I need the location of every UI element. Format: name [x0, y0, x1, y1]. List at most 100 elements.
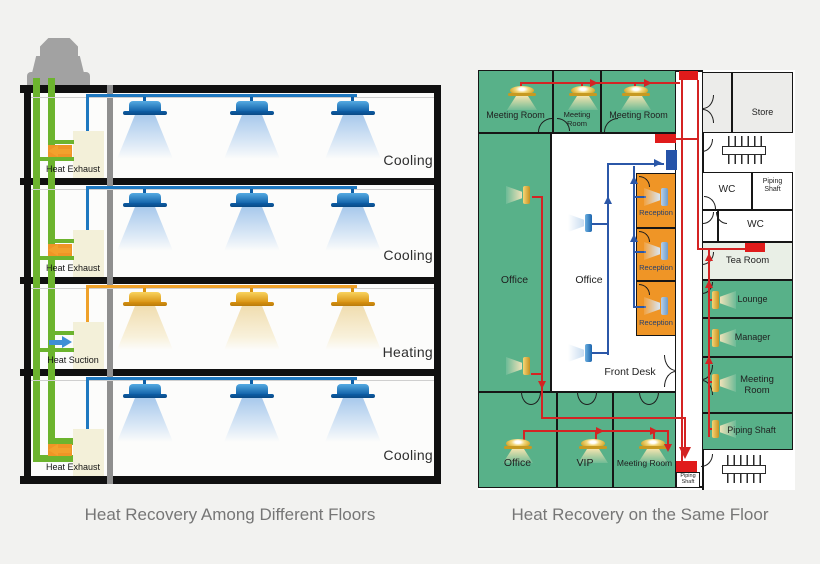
room-label: Office — [503, 457, 532, 469]
room-office-left — [478, 133, 551, 392]
heat-flow-arrow-left — [48, 145, 72, 157]
flow-arrow — [654, 159, 662, 167]
right-caption: Heat Recovery on the Same Floor — [511, 505, 769, 524]
floor-slab — [20, 178, 441, 185]
room-label: Manager — [734, 332, 771, 342]
ceiling-unit-icon — [578, 438, 608, 464]
room-piping-shaft-top — [752, 172, 793, 210]
room-label: Meeting Room — [740, 374, 774, 396]
room-label: Tea Room — [725, 255, 770, 266]
ceiling-unit-icon — [644, 242, 668, 260]
flow-arrow — [604, 196, 612, 204]
shaft-unit-red-tea — [745, 243, 765, 252]
ceiling-unit-icon — [507, 85, 537, 111]
shaft-unit-blue — [666, 150, 677, 170]
ceiling-line — [31, 189, 434, 190]
room-wc-mid — [718, 210, 793, 242]
branch-pipe — [34, 256, 74, 260]
ceiling-ac-unit-heating — [224, 288, 280, 350]
pipe-segment — [541, 196, 543, 418]
ceiling-ac-unit — [117, 97, 173, 159]
ceiling-unit-icon — [568, 344, 592, 362]
pipe-segment — [531, 373, 541, 375]
left-wall — [24, 85, 31, 484]
water-riser-outer — [33, 78, 40, 462]
flow-arrow-large — [679, 447, 691, 459]
ceiling-ac-unit-heating — [117, 288, 173, 350]
heat-exchanger-box — [73, 429, 104, 476]
ceiling-unit-icon — [506, 186, 530, 204]
branch-pipe — [48, 140, 74, 144]
refrigerant-pipe — [86, 186, 357, 189]
pipe-segment — [667, 430, 669, 444]
room-label: Lounge — [737, 294, 768, 304]
ceiling-line — [31, 380, 434, 381]
flow-arrow — [650, 427, 658, 435]
corridor-riser — [681, 80, 683, 461]
pipe-segment — [607, 164, 609, 355]
pipe-segment — [653, 430, 655, 443]
corridor-riser — [697, 80, 699, 249]
ceiling-ac-unit — [224, 97, 280, 159]
room-label: Front Desk — [604, 366, 656, 378]
ceiling-unit-icon — [644, 188, 668, 206]
flow-arrow — [644, 79, 652, 87]
floor-slab — [20, 369, 441, 376]
pipe-segment — [676, 138, 697, 140]
flow-arrow — [664, 444, 672, 452]
pipe-segment — [595, 430, 597, 442]
pipe-segment — [532, 196, 541, 198]
shaft-unit-red-top — [679, 71, 698, 80]
room-label: Meeting Room — [609, 110, 668, 120]
left-caption: Heat Recovery Among Different Floors — [84, 505, 376, 524]
ceiling-ac-unit — [224, 189, 280, 251]
floor-mode-label: Cooling — [383, 247, 433, 263]
floor-slab — [20, 277, 441, 284]
pipe-segment — [541, 417, 685, 419]
room-label: Meeting Room — [486, 110, 545, 120]
ceiling-line — [31, 97, 434, 98]
refrigerant-drop — [86, 189, 89, 230]
refrigerant-drop-warm — [86, 288, 89, 322]
pipe-segment — [634, 306, 646, 308]
room-wc-top — [702, 172, 752, 210]
ceiling-unit-icon — [621, 85, 651, 111]
ceiling-ac-unit — [224, 380, 280, 442]
branch-pipe — [34, 348, 74, 352]
right-wall — [434, 85, 441, 484]
flow-arrow — [538, 381, 546, 389]
room-label: Reception — [639, 263, 673, 272]
refrigerant-drop — [86, 97, 89, 131]
door-arc — [604, 118, 618, 132]
room-label: Reception — [639, 318, 673, 327]
room-label: Meeting Room — [563, 110, 591, 128]
water-riser-inner — [48, 78, 55, 445]
flow-arrow — [630, 234, 638, 242]
room-label: Piping Shaft — [762, 178, 783, 194]
ceiling-unit-icon — [644, 297, 668, 315]
pipe-segment — [634, 196, 646, 198]
refrigerant-drop — [86, 380, 89, 429]
heat-exchanger-box — [73, 131, 104, 178]
flow-arrow — [596, 427, 604, 435]
water-riser-outer-elbow — [33, 455, 74, 462]
floor-mode-label: Heating — [382, 344, 433, 360]
pipe-segment — [708, 250, 710, 437]
branch-pipe — [34, 157, 74, 161]
ceiling-ac-unit-heating — [325, 288, 381, 350]
floor-mode-label: Cooling — [383, 152, 433, 168]
flow-arrow — [630, 176, 638, 184]
ceiling-unit-icon — [712, 291, 736, 309]
room-label: WC — [718, 184, 736, 195]
ceiling-unit-icon — [712, 329, 736, 347]
pipe-segment — [684, 417, 686, 447]
flow-arrow — [590, 79, 598, 87]
room-label: Office — [575, 274, 603, 286]
room-label: Office — [500, 274, 529, 286]
staircase-bottom-landing — [722, 465, 766, 474]
heat-exchanger-box — [73, 230, 104, 277]
ceiling-unit-icon — [503, 438, 533, 464]
shaft-unit-red-bottom — [676, 461, 697, 472]
ceiling-ac-unit — [325, 189, 381, 251]
